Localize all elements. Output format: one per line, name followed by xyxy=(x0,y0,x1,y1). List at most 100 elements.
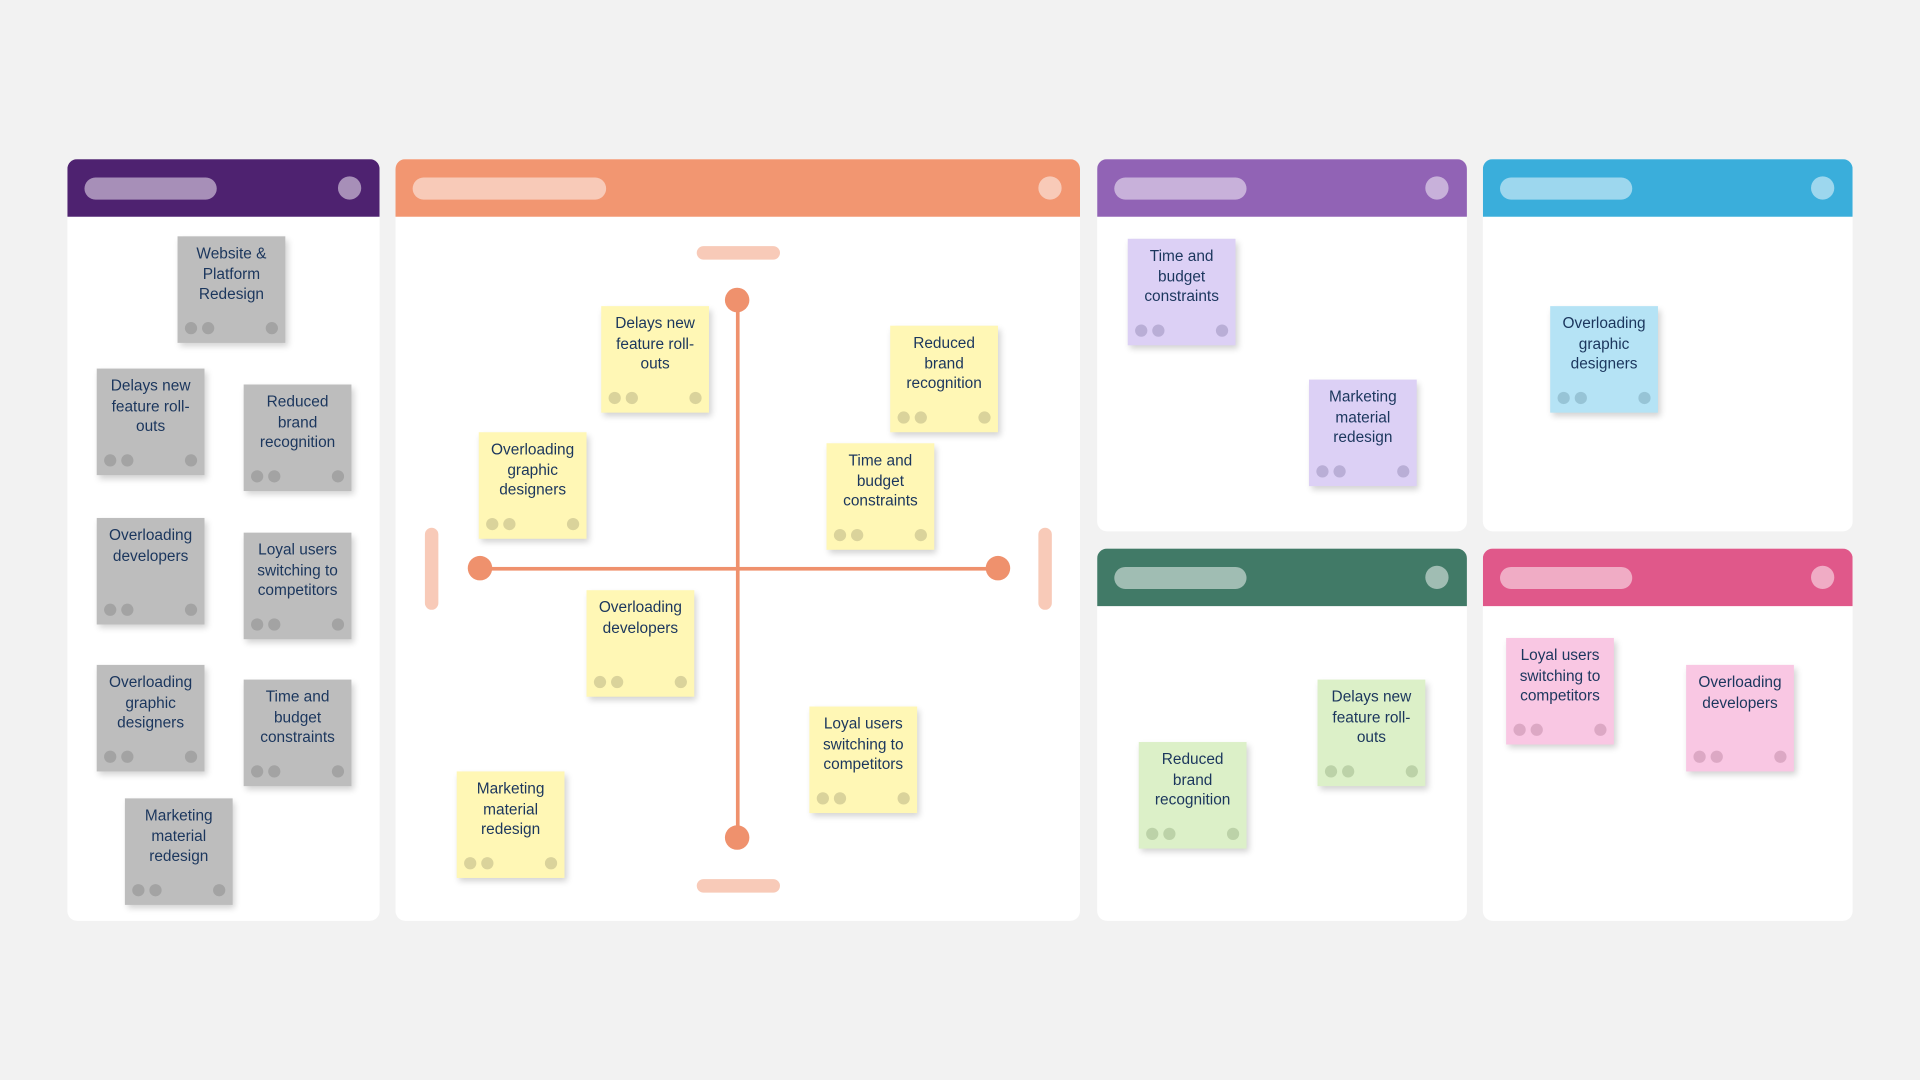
note-avatar-dot xyxy=(503,517,516,531)
panel-header xyxy=(1482,159,1853,217)
note-avatar-dot xyxy=(184,322,198,335)
note-avatar-dot xyxy=(486,517,499,531)
note-menu-dot xyxy=(1638,391,1651,405)
note-avatar-dot xyxy=(251,765,264,778)
sticky-note-text: Delays new feature roll-outs xyxy=(615,314,695,373)
sticky-note[interactable]: Reduced brand recognition xyxy=(1138,742,1247,849)
sticky-note[interactable]: Time and budget constraints xyxy=(826,443,935,550)
note-avatar-dot xyxy=(897,411,910,424)
sticky-note[interactable]: Delays new feature roll-outs xyxy=(96,368,205,476)
panel-green: Reduced brand recognition Delays new feat… xyxy=(1097,548,1467,921)
sticky-note[interactable]: Time and budget constraints xyxy=(243,679,352,787)
note-avatar-dot xyxy=(1333,465,1346,478)
note-menu-dot xyxy=(265,322,278,335)
sticky-note[interactable]: Loyal users switching to competitors xyxy=(809,706,918,814)
sticky-note[interactable]: Overloading developers xyxy=(96,517,205,625)
note-menu-dot xyxy=(897,792,910,805)
panel-menu-button[interactable] xyxy=(1425,176,1449,200)
panel-menu-button[interactable] xyxy=(1811,565,1835,589)
sticky-note-text: Marketing material redesign xyxy=(1328,388,1397,446)
sticky-note-text: Marketing material redesign xyxy=(144,806,213,865)
note-menu-dot xyxy=(689,391,702,405)
axis-label-top xyxy=(696,246,781,260)
note-menu-dot xyxy=(331,765,345,778)
note-avatar-dot xyxy=(593,675,607,689)
panel-title-placeholder[interactable] xyxy=(1500,566,1633,589)
note-menu-dot xyxy=(566,517,580,531)
note-menu-dot xyxy=(978,411,991,424)
sticky-note[interactable]: Delays new feature roll-outs xyxy=(601,306,709,413)
sticky-note[interactable]: Reduced brand recognition xyxy=(890,325,998,433)
axis-end-right xyxy=(985,555,1011,581)
panel-title-placeholder[interactable] xyxy=(1500,177,1633,200)
panel-header xyxy=(1097,159,1467,217)
note-menu-dot xyxy=(184,750,198,763)
note-avatar-dot xyxy=(833,792,847,805)
note-menu-dot xyxy=(1215,324,1229,337)
note-avatar-dot xyxy=(816,792,829,805)
sticky-note-text: Reduced brand recognition xyxy=(1154,750,1231,809)
note-avatar-dot xyxy=(1530,723,1543,736)
panel-menu-button[interactable] xyxy=(1038,176,1062,200)
note-menu-dot xyxy=(544,857,558,870)
sticky-note[interactable]: Overloading developers xyxy=(1686,664,1794,772)
sticky-note[interactable]: Marketing material redesign xyxy=(456,771,565,878)
note-menu-dot xyxy=(184,454,198,467)
axis-label-right xyxy=(1038,527,1052,610)
sticky-note[interactable]: Marketing material redesign xyxy=(124,798,233,905)
sticky-note[interactable]: Marketing material redesign xyxy=(1308,379,1417,487)
note-avatar-dot xyxy=(464,857,477,870)
sticky-note[interactable]: Overloading graphic designers xyxy=(96,664,205,772)
note-avatar-dot xyxy=(268,765,281,778)
note-avatar-dot xyxy=(268,618,281,631)
sticky-note[interactable]: Website & Platform Redesign xyxy=(177,236,286,343)
panel-title-placeholder[interactable] xyxy=(1114,177,1247,200)
sticky-note[interactable]: Time and budget constraints xyxy=(1127,238,1236,346)
sticky-note-text: Time and budget constraints xyxy=(260,688,335,746)
note-menu-dot xyxy=(331,470,345,483)
note-avatar-dot xyxy=(104,603,117,616)
note-avatar-dot xyxy=(1135,324,1148,337)
panel-title-placeholder[interactable] xyxy=(1114,566,1247,589)
sticky-note-text: Marketing material redesign xyxy=(476,780,545,838)
sticky-note-text: Loyal users switching to competitors xyxy=(822,715,904,773)
note-avatar-dot xyxy=(104,454,117,467)
sticky-note-text: Loyal users switching to competitors xyxy=(257,541,338,599)
sticky-note[interactable]: Delays new feature roll-outs xyxy=(1317,679,1426,787)
note-avatar-dot xyxy=(202,322,215,335)
panel-title-placeholder[interactable] xyxy=(412,177,607,200)
axis-label-left xyxy=(424,527,439,610)
note-avatar-dot xyxy=(481,857,494,870)
sticky-note[interactable]: Loyal users switching to competitors xyxy=(243,532,352,640)
note-menu-dot xyxy=(1405,765,1418,778)
sticky-note[interactable]: Reduced brand recognition xyxy=(243,384,352,492)
note-avatar-dot xyxy=(1324,765,1338,778)
sticky-note[interactable]: Overloading graphic designers xyxy=(478,432,587,539)
panel-header xyxy=(1097,548,1467,607)
panel-menu-button[interactable] xyxy=(1811,176,1835,200)
note-avatar-dot xyxy=(833,528,847,542)
sticky-note-text: Overloading graphic designers xyxy=(109,673,193,732)
panel-title-placeholder[interactable] xyxy=(84,177,217,200)
panel-header xyxy=(1482,548,1853,607)
note-avatar-dot xyxy=(1163,827,1176,841)
panel-menu-button[interactable] xyxy=(337,176,362,200)
note-avatar-dot xyxy=(104,750,117,763)
note-avatar-dot xyxy=(1342,765,1355,778)
note-menu-dot xyxy=(1226,827,1240,841)
note-menu-dot xyxy=(1594,723,1607,736)
note-avatar-dot xyxy=(851,528,864,542)
note-avatar-dot xyxy=(1710,750,1723,763)
note-menu-dot xyxy=(1397,465,1410,478)
sticky-note-text: Overloading developers xyxy=(598,598,682,637)
panel-menu-button[interactable] xyxy=(1425,565,1449,589)
sticky-note[interactable]: Overloading developers xyxy=(586,590,695,697)
sticky-note-text: Time and budget constraints xyxy=(1144,247,1219,305)
sticky-note[interactable]: Loyal users switching to competitors xyxy=(1506,637,1614,745)
panel-header xyxy=(395,159,1081,217)
note-menu-dot xyxy=(184,603,198,616)
note-avatar-dot xyxy=(121,454,134,467)
note-menu-dot xyxy=(674,675,687,689)
sticky-note[interactable]: Overloading graphic designers xyxy=(1550,306,1658,413)
